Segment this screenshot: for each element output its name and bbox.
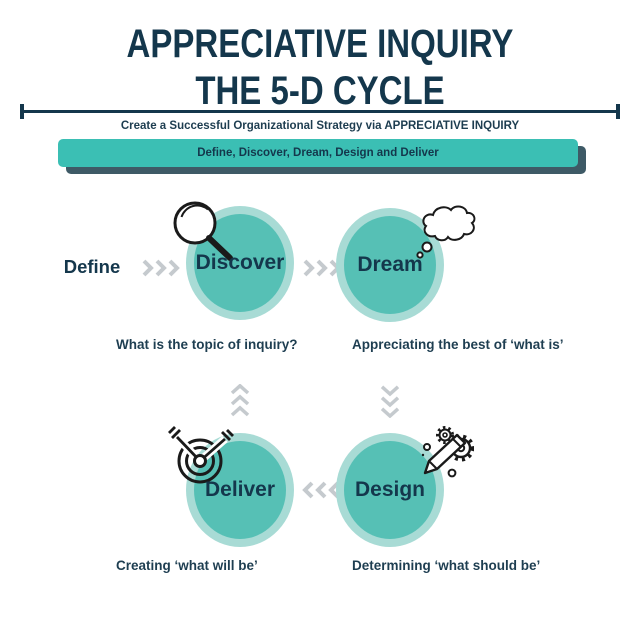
subtitle-text: Create a Successful Organizational Strat… xyxy=(120,120,520,132)
stage-circle-design: Design xyxy=(336,433,444,547)
title-line-2: THE 5-D CYCLE xyxy=(195,68,445,113)
caption-discover: What is the topic of inquiry? xyxy=(116,337,298,352)
stage-label-discover: Discover xyxy=(195,251,285,274)
pencil-gears-icon xyxy=(421,426,474,478)
title-underline xyxy=(20,104,620,119)
banner-label: Define, Discover, Dream, Design and Deli… xyxy=(197,147,439,159)
chevrons-down-icon xyxy=(380,385,400,418)
stage-circle-dream: Dream xyxy=(336,208,444,322)
stage-label-design: Design xyxy=(354,478,425,501)
thought-cloud-icon xyxy=(416,205,476,259)
stage-label-define: Define xyxy=(63,256,121,277)
stage-circle-deliver: Deliver xyxy=(186,433,294,547)
caption-dream: Appreciating the best of ‘what is’ xyxy=(352,337,564,352)
chevrons-up-icon xyxy=(230,384,250,417)
circle-fill xyxy=(344,441,436,539)
caption-design: Determining ‘what should be’ xyxy=(352,558,541,573)
chevrons-left-icon xyxy=(302,481,340,499)
stage-label-dream: Dream xyxy=(357,253,423,276)
title-line-1: APPRECIATIVE INQUIRY xyxy=(126,21,514,66)
underline-left-cap xyxy=(20,104,24,119)
magnifier-icon xyxy=(173,201,233,261)
circle-fill xyxy=(344,216,436,314)
underline-right-cap xyxy=(616,104,620,119)
stage-label-deliver: Deliver xyxy=(204,478,276,501)
five-d-banner: Define, Discover, Dream, Design and Deli… xyxy=(58,139,578,167)
target-dart-icon xyxy=(168,426,234,484)
caption-deliver: Creating ‘what will be’ xyxy=(116,558,258,573)
chevrons-right-icon xyxy=(142,259,180,277)
page-title: APPRECIATIVE INQUIRY THE 5-D CYCLE xyxy=(0,20,640,114)
